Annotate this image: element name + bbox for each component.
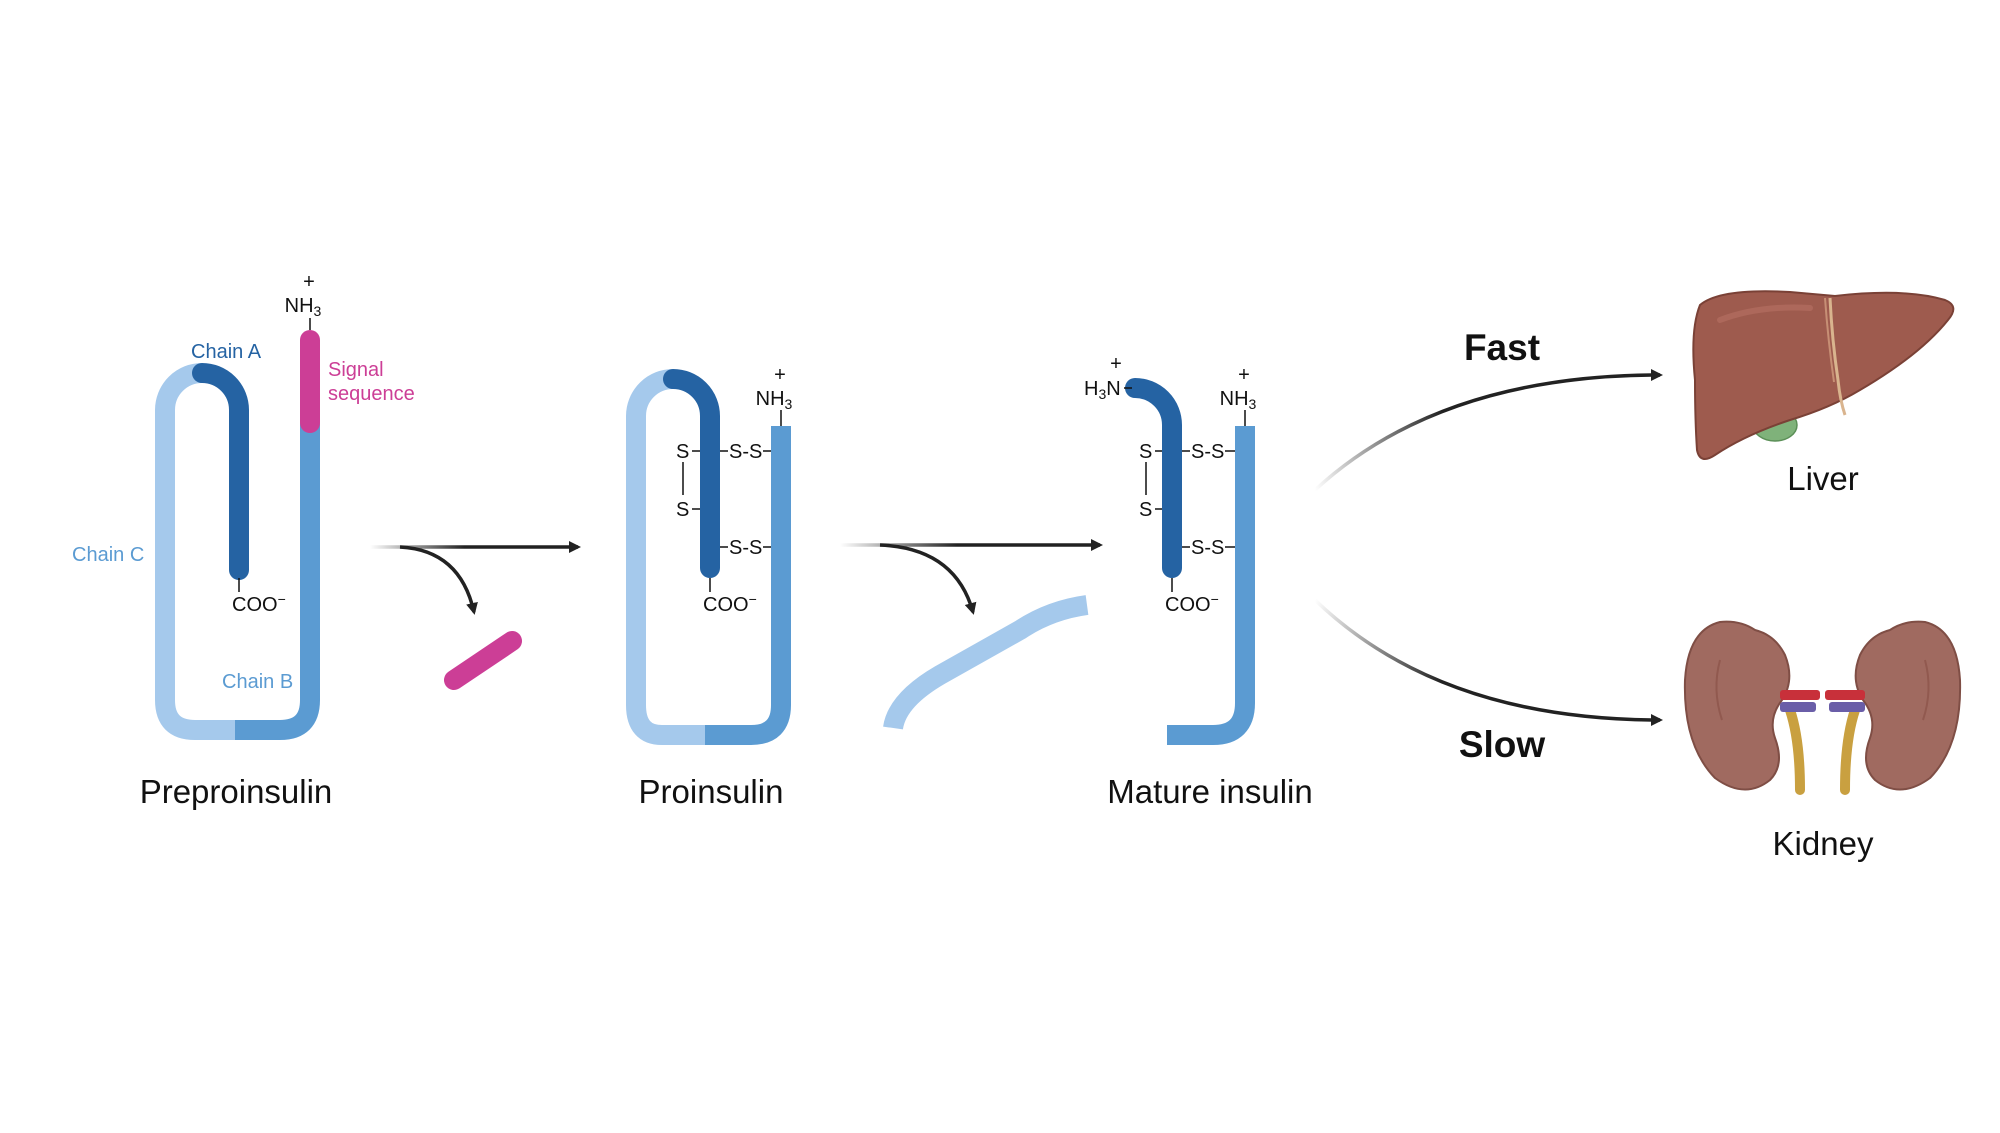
kidney-label: Kidney [1773,825,1874,862]
fast-label: Fast [1464,327,1540,368]
mature-insulin-title: Mature insulin [1107,773,1312,810]
signal-sequence-label-line1: Signal [328,359,384,381]
chain-c-label: Chain C [72,544,144,566]
fast-clearance-arrow [1313,369,1663,492]
slow-label: Slow [1459,724,1546,765]
h3n-label: H3N [1084,378,1121,402]
chain-c-segment [155,363,235,740]
charge-plus: + [303,271,315,293]
disulfide-bond-label: S-S [1191,537,1224,559]
proinsulin-title: Proinsulin [639,773,784,810]
chain-c-segment [626,369,705,745]
nh3-label: NH3 [285,295,322,319]
chain-b-segment [235,423,320,740]
chain-a-segment [663,369,720,578]
chain-a-label: Chain A [191,341,262,363]
charge-plus: + [1238,364,1250,386]
coo-label: COO− [1165,591,1219,616]
cleavage-arrow-1 [370,541,581,615]
chain-b-segment [1167,426,1255,745]
preproinsulin-title: Preproinsulin [140,773,333,810]
liver-label: Liver [1787,460,1859,497]
disulfide-bond-label: S-S [729,537,762,559]
mature-insulin-molecule: + H3N + NH3 COO− S S S-S S-S [1084,353,1257,745]
chain-b-label: Chain B [222,671,293,693]
sulfur-label: S [1139,499,1152,521]
disulfide-bond-label: S-S [1191,441,1224,463]
cleavage-arrow-2 [840,539,1103,615]
chain-a-segment [192,363,249,580]
disulfide-bonds: S S S-S S-S [676,441,771,559]
charge-plus: + [774,364,786,386]
preproinsulin-molecule: + NH3 COO− Chain A Signal sequence Chain… [72,271,415,740]
disulfide-bond-label: S-S [729,441,762,463]
disulfide-bonds: S S S-S S-S [1139,441,1235,559]
coo-label: COO− [703,591,757,616]
nh3-label: NH3 [756,388,793,412]
proinsulin-molecule: + NH3 COO− S S S-S S-S [626,364,793,745]
coo-label: COO− [232,591,286,616]
signal-sequence-label-line2: sequence [328,383,415,405]
charge-plus: + [1110,353,1122,375]
sulfur-label: S [676,499,689,521]
nh3-label: NH3 [1220,388,1257,412]
cleaved-chain-c-fragment [883,595,1089,731]
chain-a-segment [1125,378,1182,578]
slow-clearance-arrow [1313,598,1663,726]
kidney-icon [1683,620,1962,795]
sulfur-label: S [1139,441,1152,463]
liver-icon [1692,290,1955,460]
sulfur-label: S [676,441,689,463]
chain-b-segment [705,426,791,745]
cleaved-signal-fragment [444,631,522,690]
